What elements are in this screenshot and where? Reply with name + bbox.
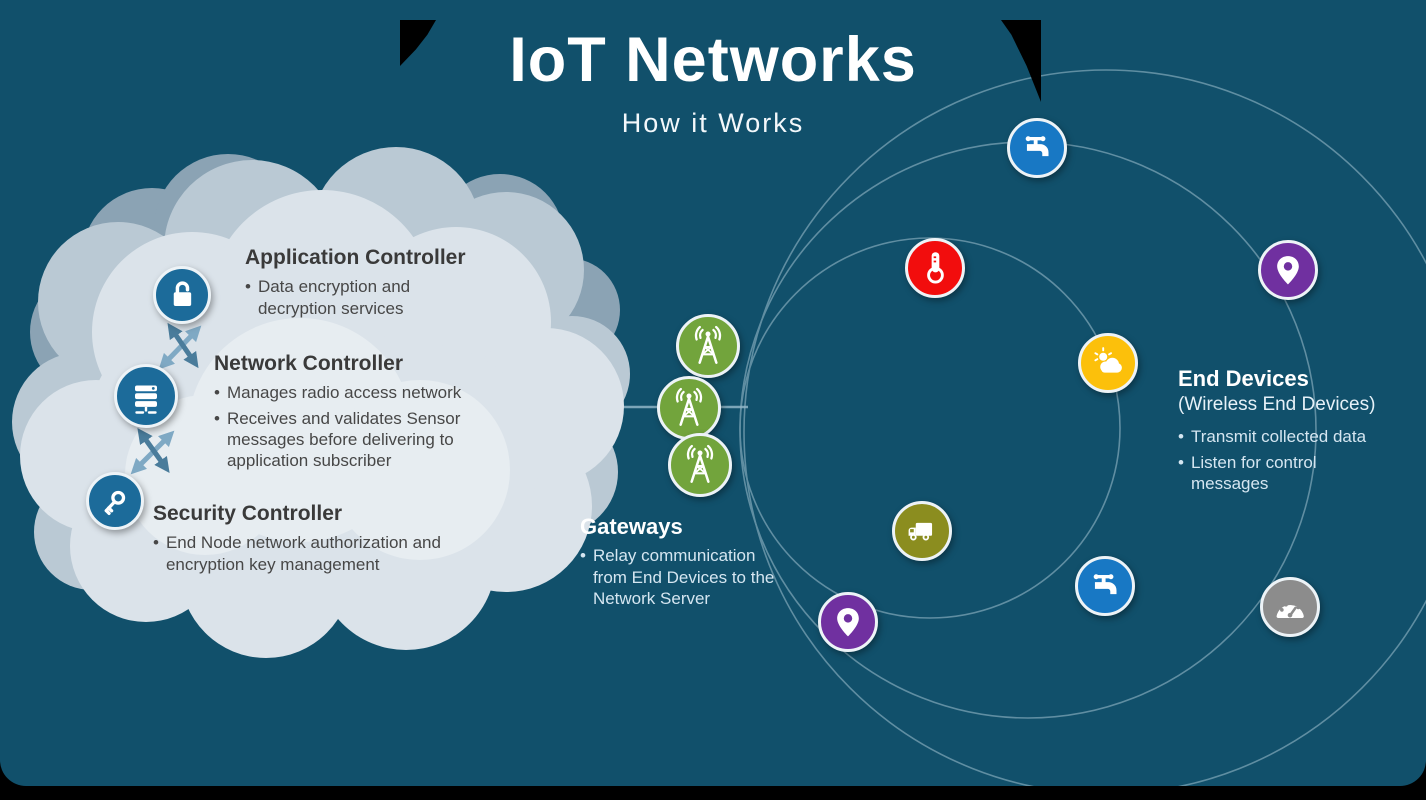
security-controller-heading: Security Controller xyxy=(153,502,343,525)
security-controller-section: Security Controller End Node network aut… xyxy=(153,502,473,579)
gateways-heading: Gateways xyxy=(580,514,683,539)
network-controller-badge xyxy=(114,364,178,428)
device-weather-sensor xyxy=(1078,333,1138,393)
gateways-bullet: Relay communication from End Devices to … xyxy=(580,545,780,609)
device-fleet-truck xyxy=(892,501,952,561)
page-title: IoT Networks xyxy=(509,25,917,95)
device-pressure-gauge xyxy=(1260,577,1320,637)
key-icon xyxy=(104,490,126,516)
controller-exchange-arrows xyxy=(130,322,202,475)
network-controller-section: Network Controller Manages radio access … xyxy=(214,352,484,476)
gateways-section: Gateways Relay communication from End De… xyxy=(580,514,795,614)
application-controller-heading: Application Controller xyxy=(245,246,466,269)
page-subtitle: How it Works xyxy=(621,108,805,138)
device-location-tracker-right xyxy=(1258,240,1318,300)
network-controller-bullet: Receives and validates Sensor messages b… xyxy=(214,408,470,472)
faucet-icon xyxy=(1025,136,1049,157)
radio-tower-icon xyxy=(675,387,703,426)
security-controller-badge xyxy=(86,472,144,530)
gateway-badge-1 xyxy=(676,314,740,378)
unlock-icon xyxy=(173,281,192,306)
truck-icon xyxy=(908,522,933,541)
network-controller-bullet: Manages radio access network xyxy=(214,382,470,403)
application-controller-badge xyxy=(153,266,211,324)
faucet-icon xyxy=(1093,574,1117,595)
application-controller-bullet: Data encryption and decryption services xyxy=(245,276,441,319)
server-icon xyxy=(135,385,157,414)
end-devices-subheading: (Wireless End Devices) xyxy=(1178,394,1376,416)
radio-tower-icon xyxy=(686,444,714,483)
thermometer-icon xyxy=(927,252,944,284)
sun-cloud-icon xyxy=(1094,347,1122,373)
end-devices-heading: End Devices xyxy=(1178,366,1309,391)
map-pin-icon xyxy=(837,608,859,637)
network-controller-heading: Network Controller xyxy=(214,352,404,375)
application-controller-section: Application Controller Data encryption a… xyxy=(245,246,495,323)
bottom-frame-bar xyxy=(0,786,1426,800)
radio-tower-icon xyxy=(694,325,722,364)
device-temperature-sensor xyxy=(905,238,965,298)
end-devices-section: End Devices (Wireless End Devices) Trans… xyxy=(1178,366,1413,498)
end-devices-bullet: Listen for control messages xyxy=(1178,452,1388,495)
device-water-meter-bottom xyxy=(1075,556,1135,616)
device-location-tracker-left xyxy=(818,592,878,652)
gauge-icon xyxy=(1276,601,1304,619)
device-water-meter-top xyxy=(1007,118,1067,178)
map-pin-icon xyxy=(1277,256,1299,285)
gateway-badge-2 xyxy=(657,376,721,440)
security-controller-bullet: End Node network authorization and encry… xyxy=(153,532,459,575)
end-devices-bullet: Transmit collected data xyxy=(1178,426,1388,447)
gateway-badge-3 xyxy=(668,433,732,497)
